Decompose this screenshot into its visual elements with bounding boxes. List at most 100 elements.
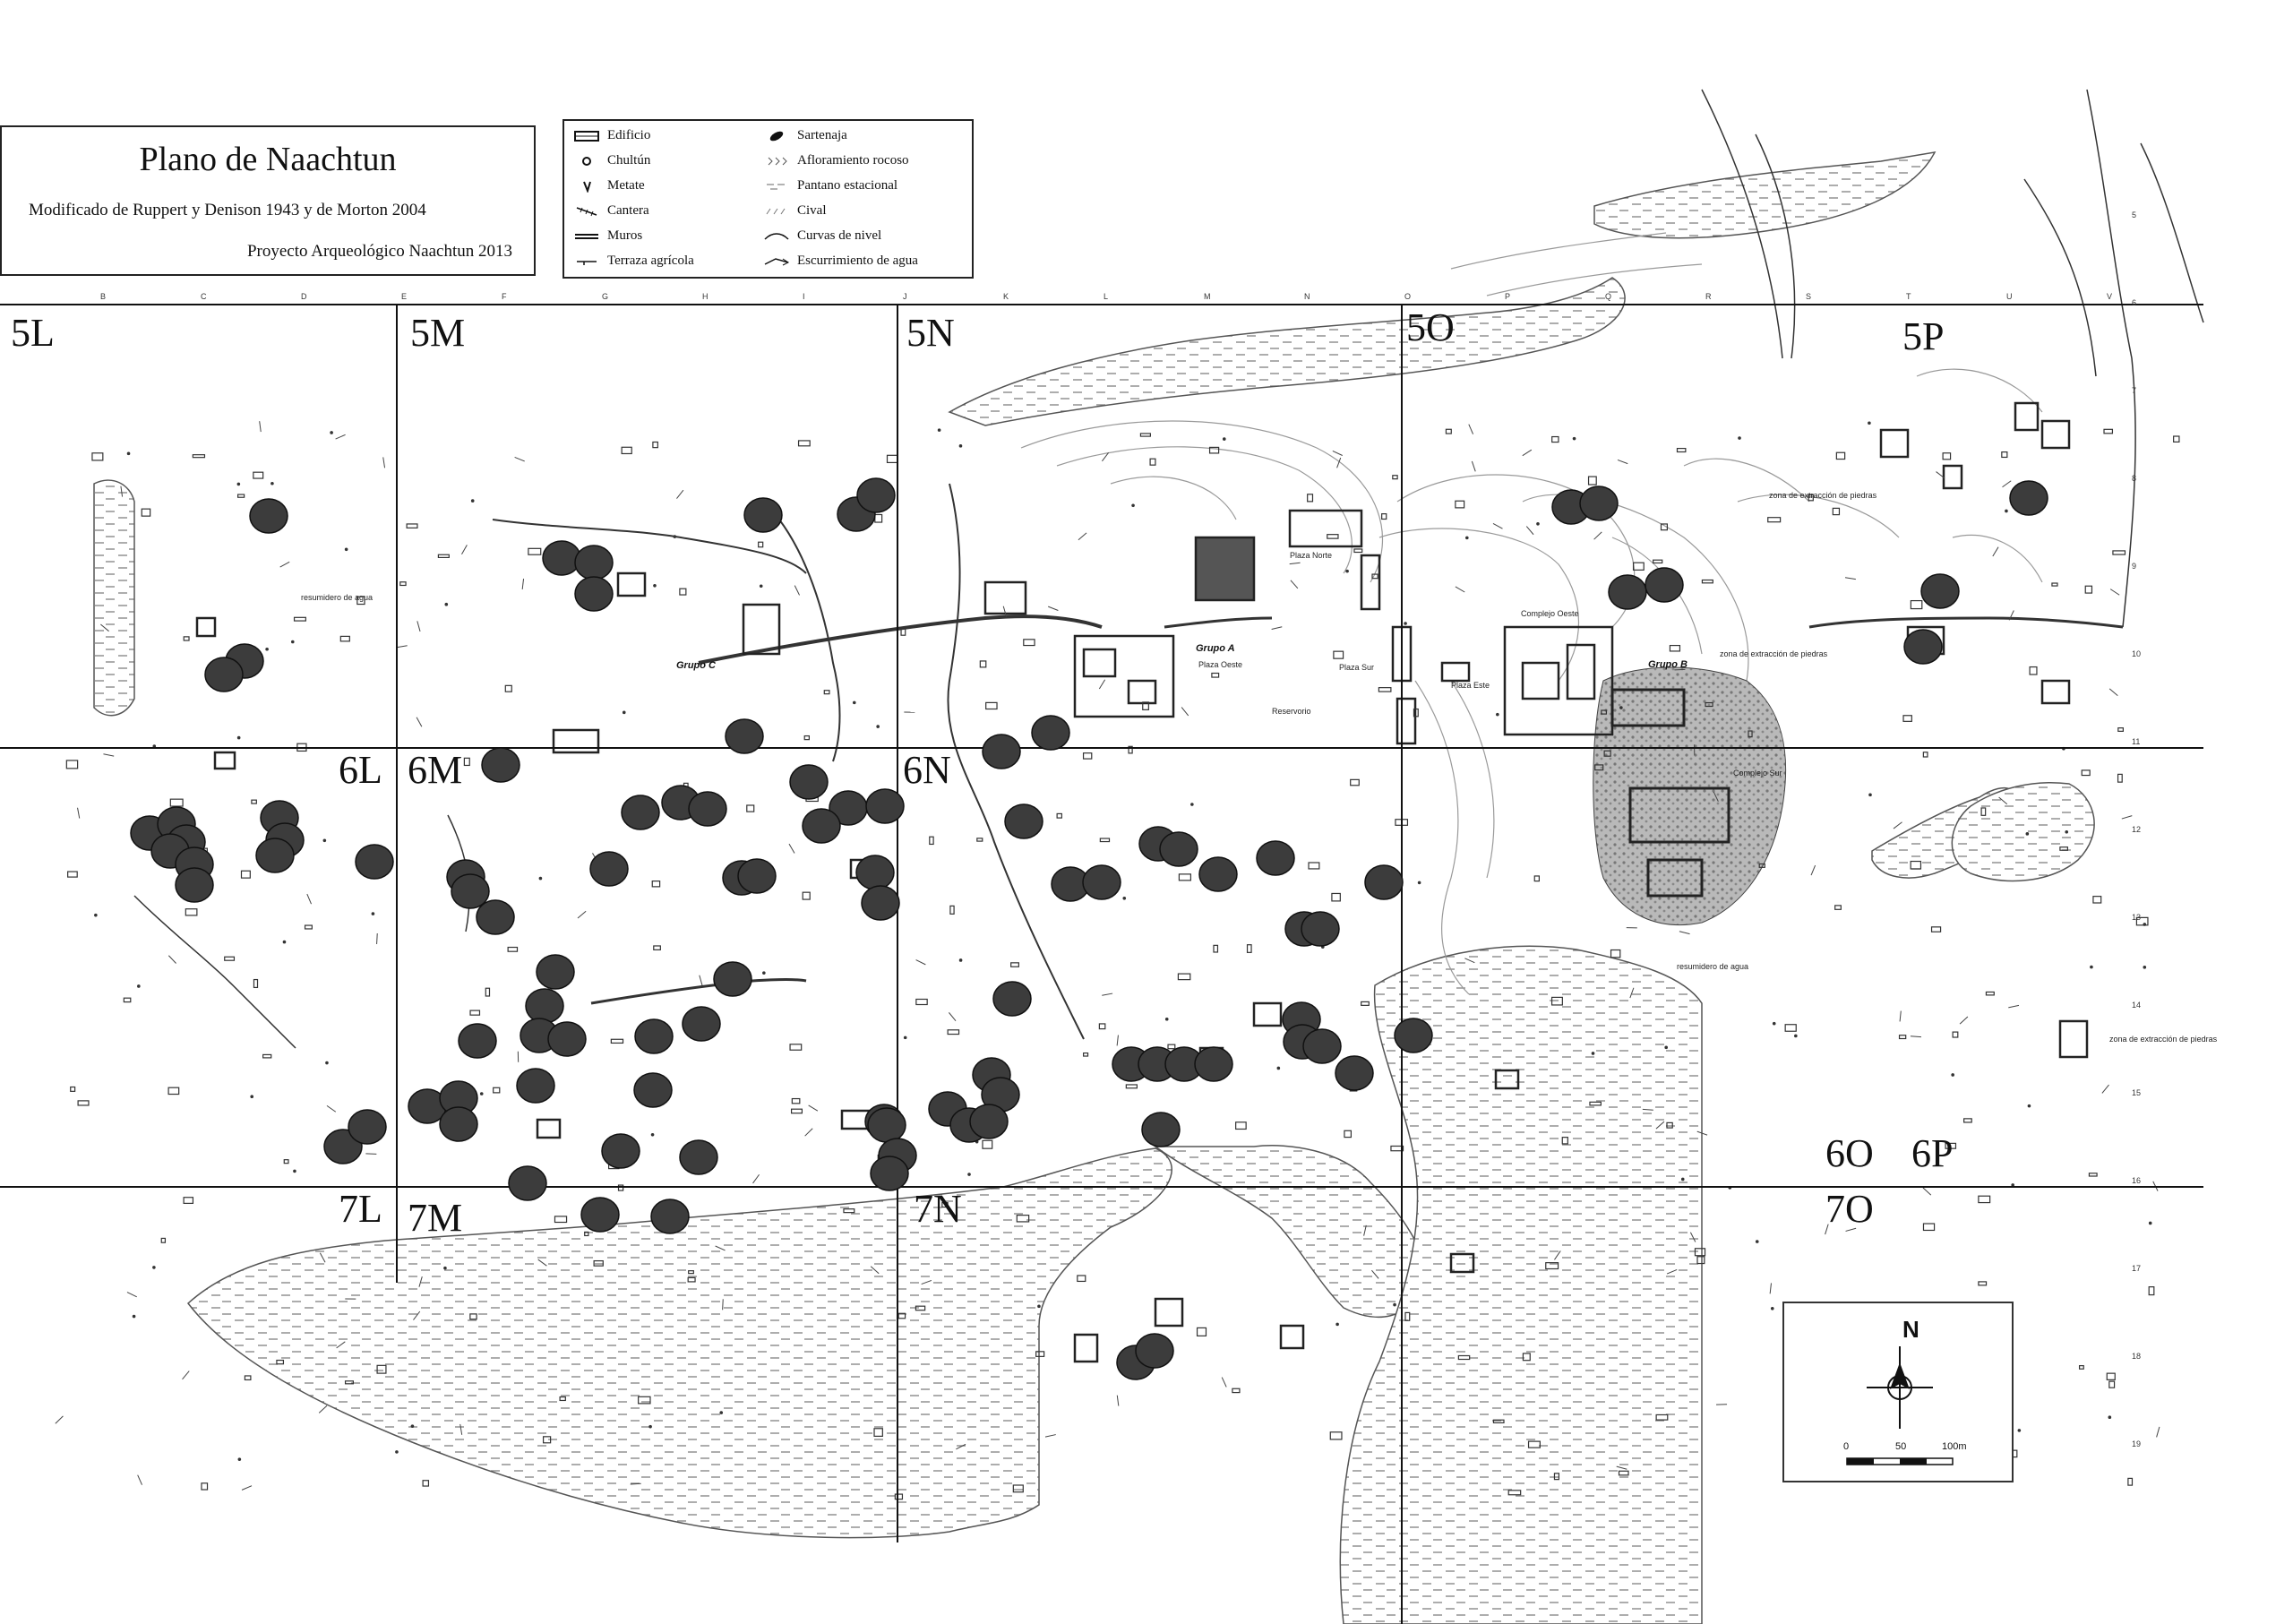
map-feature (1587, 476, 1597, 485)
map-feature (758, 541, 764, 548)
map-feature (2148, 1286, 2155, 1296)
survey-marker (481, 747, 520, 783)
legend-item-terraza: Terraza agrícola (573, 253, 694, 269)
map-feature (290, 640, 295, 644)
map-feature (2135, 916, 2149, 926)
map-feature (1344, 1130, 1353, 1139)
map-feature (1998, 796, 2008, 805)
legend-label: Terraza agrícola (607, 253, 694, 268)
map-feature (306, 893, 312, 905)
row-number: 19 (2132, 1439, 2141, 1448)
column-letter: G (602, 292, 608, 301)
map-feature (2027, 1104, 2031, 1108)
map-feature (1922, 1187, 1932, 1196)
map-feature (141, 508, 151, 517)
map-feature (1696, 1130, 1708, 1136)
survey-marker (861, 885, 900, 921)
cival-icon (766, 208, 786, 214)
map-feature (1276, 1066, 1281, 1070)
column-letter: R (1705, 292, 1712, 301)
map-feature (1167, 1044, 1176, 1050)
survey-marker (621, 795, 660, 830)
map-feature (1221, 1377, 1227, 1388)
map-feature (958, 444, 963, 448)
survey-marker (536, 954, 575, 990)
column-letter: J (903, 292, 907, 301)
survey-marker (1135, 1333, 1174, 1369)
map-source: Modificado de Ruppert y Denison 1943 y d… (29, 201, 426, 219)
survey-marker (589, 851, 629, 887)
map-feature (65, 760, 79, 769)
map-feature (915, 998, 928, 1006)
map-feature (1353, 548, 1363, 554)
map-feature (915, 1305, 926, 1311)
map-feature (1694, 1248, 1706, 1257)
map-feature (1496, 712, 1499, 717)
map-feature (804, 1128, 813, 1137)
map-feature (1177, 973, 1191, 981)
map-feature (2078, 1365, 2084, 1370)
map-feature (985, 701, 998, 710)
legend-item-afloramiento: Afloramiento rocoso (763, 153, 909, 168)
survey-marker (508, 1165, 547, 1201)
row-number: 16 (2132, 1176, 2141, 1185)
map-feature (789, 1044, 803, 1051)
map-feature (1164, 1017, 1169, 1021)
map-feature (1016, 1215, 1030, 1223)
grid-lines (0, 304, 2203, 1624)
map-feature (947, 1029, 960, 1035)
map-feature (1705, 701, 1713, 708)
legend-item-escurrimiento: Escurrimiento de agua (763, 253, 918, 269)
map-feature (1390, 1145, 1404, 1152)
swamp-icon (767, 184, 785, 189)
map-feature (2088, 1173, 2098, 1177)
map-feature (1235, 1121, 1247, 1130)
map-feature (1738, 436, 1741, 440)
map-feature (1664, 1045, 1669, 1050)
swamp-south-center (1153, 1145, 1427, 1319)
compass-scale-box: N 0 50 100m (1782, 1302, 2014, 1482)
map-feature (1603, 750, 1611, 757)
survey-marker (439, 1106, 478, 1142)
survey-marker (713, 961, 752, 997)
map-feature (1902, 715, 1912, 722)
map-feature (673, 535, 677, 538)
survey-marker (1301, 911, 1340, 947)
survey-marker (650, 1199, 690, 1234)
map-feature (2117, 773, 2123, 783)
map-feature (265, 647, 269, 651)
survey-marker (458, 1023, 497, 1059)
map-feature (479, 1092, 484, 1096)
column-letter: N (1304, 292, 1310, 301)
column-letter: M (1204, 292, 1211, 301)
map-feature (1554, 1250, 1561, 1260)
map-feature (1290, 580, 1299, 589)
map-feature (1222, 437, 1226, 441)
map-feature (1936, 471, 1945, 479)
survey-marker (737, 858, 777, 894)
map-feature (2008, 610, 2014, 621)
legend-item-curvas: Curvas de nivel (763, 228, 881, 244)
survey-marker (580, 1197, 620, 1233)
map-feature (318, 1405, 328, 1413)
map-feature (339, 635, 350, 642)
map-feature (538, 876, 543, 881)
map-feature (746, 804, 755, 812)
map-feature (1522, 1353, 1531, 1362)
map-feature (2081, 769, 2091, 777)
survey-marker (682, 1006, 721, 1042)
map-feature (1307, 494, 1314, 503)
map-feature (2143, 966, 2147, 969)
row-number: 15 (2132, 1088, 2141, 1097)
map-feature (2156, 1426, 2160, 1438)
survey-marker (476, 899, 515, 935)
map-feature (1468, 424, 1474, 434)
map-feature (1696, 1256, 1705, 1265)
map-feature (1044, 1434, 1056, 1438)
survey-marker (1579, 485, 1619, 521)
building-icon (574, 130, 599, 142)
survey-marker (451, 873, 490, 909)
map-feature (1308, 862, 1320, 870)
